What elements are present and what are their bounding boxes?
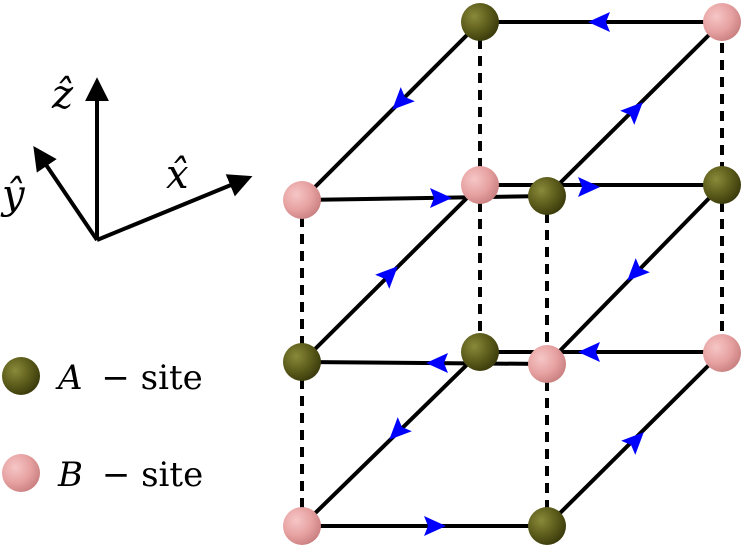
legend-b-label: B − site xyxy=(57,455,203,495)
arrow-mark xyxy=(588,12,610,32)
x-axis xyxy=(96,174,253,242)
legend: A − site B − site xyxy=(2,357,203,495)
arrow-mark xyxy=(620,102,643,125)
z-axis-label: ẑ xyxy=(51,72,74,118)
bond xyxy=(301,194,548,202)
axes-group: ẑ ŷ x̂ xyxy=(0,72,253,242)
a-site xyxy=(461,333,499,371)
vertical-bonds xyxy=(300,22,724,526)
a-site xyxy=(703,166,741,204)
legend-a-symbol: A xyxy=(55,358,83,398)
x-axis-label: x̂ xyxy=(166,152,189,198)
solid-bonds xyxy=(300,20,724,528)
arrow-mark xyxy=(426,353,448,373)
arrow-mark xyxy=(424,516,446,536)
b-site xyxy=(703,3,741,41)
legend-a-label: A − site xyxy=(55,358,203,398)
arrow-mark xyxy=(627,258,650,281)
lattice-sites xyxy=(283,3,741,545)
b-site xyxy=(703,334,741,372)
a-site xyxy=(528,507,566,545)
legend-b-symbol: B xyxy=(57,455,83,495)
arrow-mark xyxy=(578,177,600,197)
legend-a-marker xyxy=(2,357,40,395)
legend-b-text: − site xyxy=(102,455,203,495)
arrow-mark xyxy=(430,188,452,208)
y-axis xyxy=(33,146,99,242)
legend-a-text: − site xyxy=(101,358,202,398)
direction-arrows xyxy=(375,12,650,536)
a-site xyxy=(461,3,499,41)
b-site xyxy=(283,181,321,219)
arrow-mark xyxy=(621,432,644,455)
arrow-mark xyxy=(578,342,600,362)
bond xyxy=(300,20,482,202)
bond xyxy=(301,360,548,366)
b-site xyxy=(461,166,499,204)
b-site xyxy=(528,345,566,383)
legend-b-marker xyxy=(2,454,40,492)
a-site xyxy=(283,343,321,381)
arrow-mark xyxy=(375,266,398,289)
y-axis-label: ŷ xyxy=(0,172,26,218)
b-site xyxy=(283,507,321,545)
arrow-mark xyxy=(392,87,415,110)
arrow-mark xyxy=(389,417,412,440)
a-site xyxy=(528,177,566,215)
